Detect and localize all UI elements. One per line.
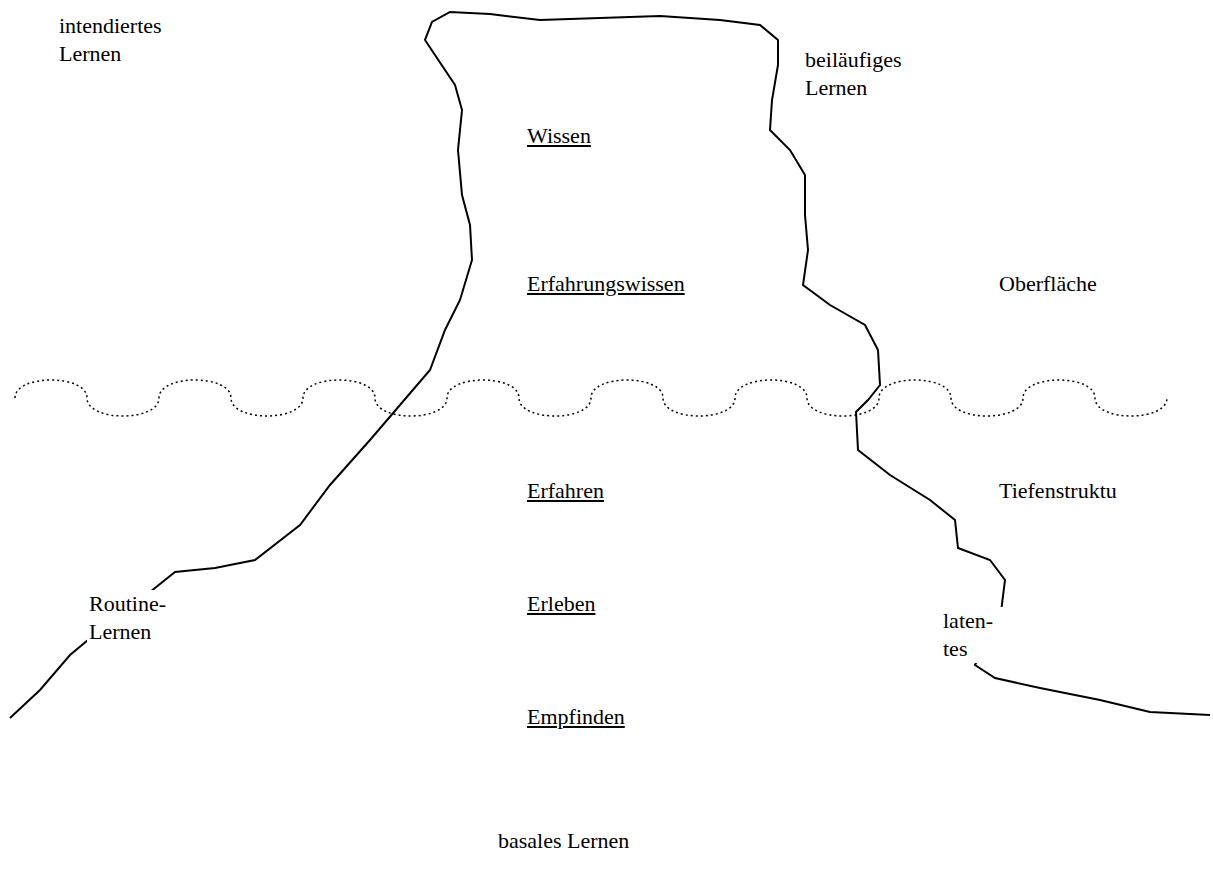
layer-label: Oberfläche — [997, 270, 1099, 298]
learning-type-label: basales Lernen — [496, 827, 631, 855]
knowledge-level-label: Wissen — [525, 122, 593, 150]
knowledge-level-label: Empfinden — [525, 703, 627, 731]
knowledge-level-label: Erfahrungswissen — [525, 270, 687, 298]
learning-type-label: intendiertes Lernen — [57, 12, 186, 68]
layer-label: Tiefenstruktu — [997, 477, 1119, 505]
learning-type-label: beiläufiges Lernen — [803, 46, 932, 102]
water-surface — [15, 380, 1167, 416]
knowledge-level-label: Erfahren — [525, 477, 606, 505]
learning-type-label: Routine- Lernen — [87, 590, 181, 646]
knowledge-level-label: Erleben — [525, 590, 597, 618]
learning-type-label: laten- tes — [941, 607, 1007, 663]
iceberg-outline — [10, 12, 1210, 718]
